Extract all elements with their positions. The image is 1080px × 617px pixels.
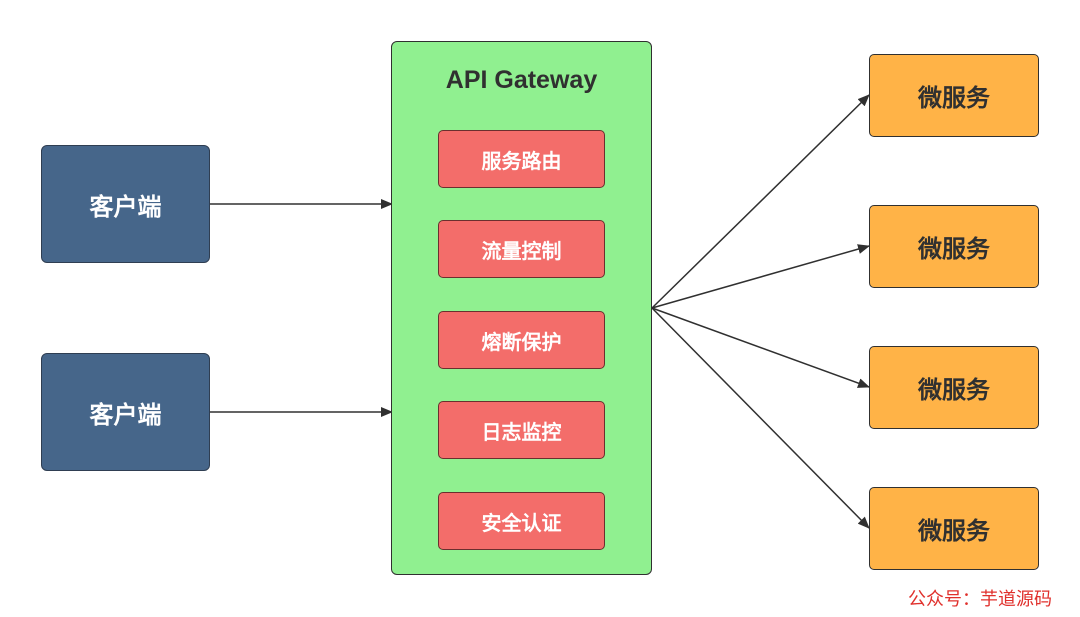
gateway-to-service-4-arrow <box>651 307 870 529</box>
gateway-feature-circuit-breaker: 熔断保护 <box>438 311 605 369</box>
gateway-feature-rate-limiting: 流量控制 <box>438 220 605 278</box>
gateway-to-service-1-arrow <box>651 94 870 309</box>
gateway-to-service-3-arrow <box>651 307 870 388</box>
client-label: 客户端 <box>89 192 162 221</box>
feature-label: 安全认证 <box>481 510 562 535</box>
gateway-feature-auth: 安全认证 <box>438 492 605 550</box>
feature-label: 日志监控 <box>481 419 562 444</box>
microservice-box: 微服务 <box>869 346 1039 429</box>
microservice-box: 微服务 <box>869 54 1039 137</box>
service-label: 微服务 <box>918 517 990 545</box>
client-box: 客户端 <box>41 145 210 263</box>
microservice-box: 微服务 <box>869 205 1039 288</box>
microservice-box: 微服务 <box>869 487 1039 570</box>
feature-label: 服务路由 <box>481 148 562 173</box>
feature-label: 流量控制 <box>481 238 562 263</box>
service-label: 微服务 <box>918 235 990 263</box>
gateway-feature-logging: 日志监控 <box>438 401 605 459</box>
api-gateway-box: API Gateway 服务路由 流量控制 熔断保护 日志监控 安全认证 <box>391 41 652 575</box>
feature-label: 熔断保护 <box>481 329 562 354</box>
service-label: 微服务 <box>918 84 990 112</box>
watermark: 公众号：芋道源码 <box>908 589 1052 610</box>
gateway-title: API Gateway <box>445 66 598 94</box>
gateway-to-service-2-arrow <box>651 244 870 309</box>
client-label: 客户端 <box>89 400 162 429</box>
client-box: 客户端 <box>41 353 210 471</box>
service-label: 微服务 <box>918 376 990 404</box>
gateway-feature-routing: 服务路由 <box>438 130 605 188</box>
